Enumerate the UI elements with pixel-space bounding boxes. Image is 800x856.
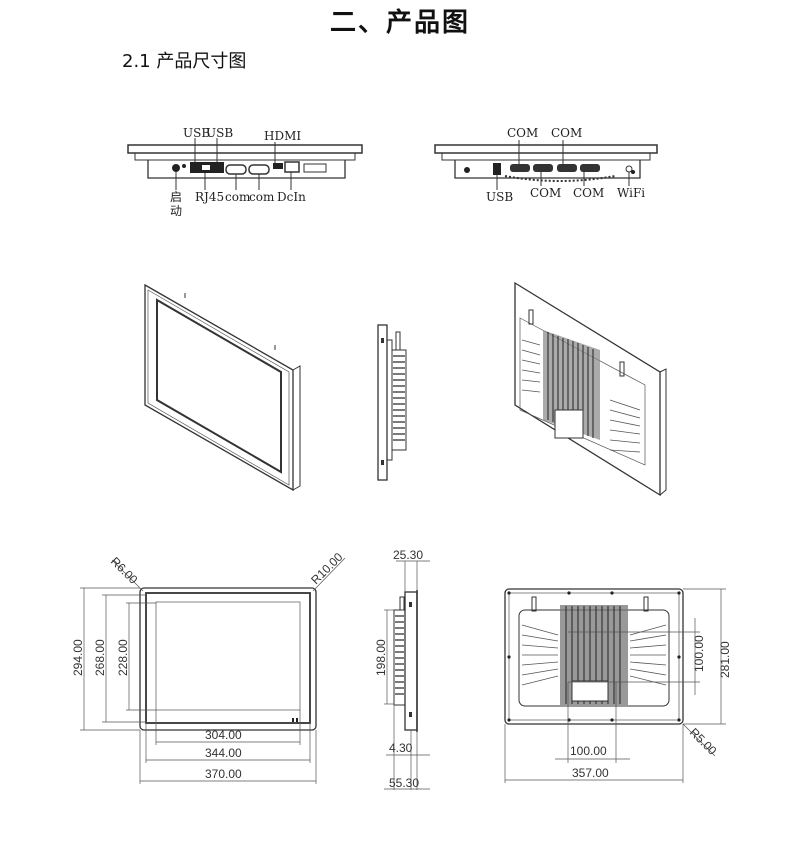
label-hdmi: HDMI xyxy=(264,129,301,143)
dim-r5: R5.00 xyxy=(687,725,720,758)
label-com-2: com xyxy=(249,190,275,204)
section-title: 2.1 产品尺寸图 xyxy=(122,51,247,72)
label-usb-2: USB xyxy=(206,126,233,140)
io-view-left: USB USB HDMI 启 动 RJ45 com com DcIn xyxy=(127,126,363,218)
label-com-bottom-2: COM xyxy=(573,186,604,200)
iso-front-view xyxy=(144,283,301,492)
label-com-top-1: COM xyxy=(507,126,538,140)
dim-304: 304.00 xyxy=(205,728,242,742)
dim-4-3: 4.30 xyxy=(389,741,413,755)
dim-357: 357.00 xyxy=(572,766,609,780)
label-dcin: DcIn xyxy=(277,190,306,204)
dim-100-h: 100.00 xyxy=(570,744,607,758)
io-view-right: COM COM USB COM COM WiFi xyxy=(434,126,658,204)
side-dimension-view: 25.30 198.00 4.30 55.30 xyxy=(374,548,430,790)
dim-370: 370.00 xyxy=(205,767,242,781)
label-power-1: 启 xyxy=(170,190,182,204)
dim-228: 228.00 xyxy=(116,639,130,676)
front-dimension-view: R6.00 R10.00 294.00 268.00 228.00 304.00… xyxy=(71,550,346,784)
dim-281: 281.00 xyxy=(718,641,732,678)
back-dimension-view: 100.00 281.00 100.00 357.00 R5.00 xyxy=(504,588,732,783)
dim-r6: R6.00 xyxy=(108,554,141,587)
label-usb: USB xyxy=(486,190,513,204)
label-com-1: com xyxy=(225,190,251,204)
dim-268: 268.00 xyxy=(93,639,107,676)
iso-back-view xyxy=(514,281,667,497)
dim-198: 198.00 xyxy=(374,639,388,676)
dim-55-3: 55.30 xyxy=(389,776,419,790)
iso-side-view xyxy=(377,324,407,481)
label-power-2: 动 xyxy=(170,204,182,218)
label-com-top-2: COM xyxy=(551,126,582,140)
label-com-bottom-1: COM xyxy=(530,186,561,200)
dim-344: 344.00 xyxy=(205,746,242,760)
label-wifi: WiFi xyxy=(617,186,645,200)
dim-100-v: 100.00 xyxy=(692,635,706,672)
label-usb-1: USB xyxy=(183,126,210,140)
dim-r10: R10.00 xyxy=(308,550,345,587)
dim-25-3: 25.30 xyxy=(393,548,423,562)
page-heading: 二、产品图 xyxy=(329,8,470,38)
dim-294: 294.00 xyxy=(71,639,85,676)
label-rj45: RJ45 xyxy=(195,190,224,204)
